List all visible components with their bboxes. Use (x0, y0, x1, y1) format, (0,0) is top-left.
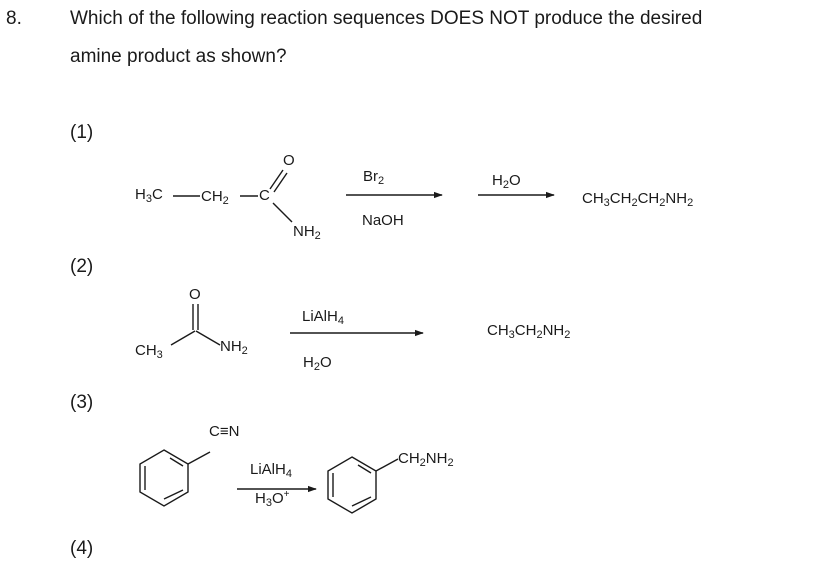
product-ch2nh2: CH2NH2 (398, 450, 454, 469)
reagent-h2o: H2O (492, 172, 521, 191)
reagent-lialh4: LiAlH4 (302, 308, 344, 327)
ring-double-bond-p1 (357, 464, 372, 474)
double-bond-co-a (269, 169, 284, 190)
product-ethylamine: CH3CH2NH2 (487, 322, 571, 341)
group-nitrile: C≡N (209, 423, 240, 440)
ring-double-bond-p2 (351, 496, 372, 507)
bond-c-nh2-2 (195, 330, 221, 346)
atom-c: C (259, 187, 270, 204)
formula-nh2: NH2 (293, 223, 321, 242)
bond-ring-cn (187, 451, 211, 465)
benzene-ring-reactant (139, 449, 189, 507)
question-number: 8. (6, 8, 22, 29)
formula-ch2: CH2 (201, 188, 229, 207)
option-label-1[interactable]: (1) (70, 122, 94, 143)
atom-o: O (283, 152, 295, 169)
reagent-h3o-plus: H3O+ (255, 489, 290, 509)
bond-ring-ch2 (375, 458, 399, 472)
question-text-line1: Which of the following reaction sequence… (70, 8, 703, 29)
ring-double-bond-2 (163, 489, 184, 500)
benzene-ring-product (327, 456, 377, 514)
formula-nh2-2: NH2 (220, 338, 248, 357)
ring-double-bond-1 (169, 457, 184, 467)
reagent-naoh: NaOH (362, 212, 404, 229)
double-bond-co-b (273, 172, 288, 193)
question-text-line2: amine product as shown? (70, 46, 287, 67)
bond-c-nh2 (272, 202, 293, 223)
formula-ch3: CH3 (135, 342, 163, 361)
option-label-4[interactable]: (4) (70, 538, 94, 559)
reagent-br2: Br2 (363, 168, 385, 187)
formula-h3c: H3C (135, 186, 163, 205)
reagent-lialh4-3: LiAlH4 (250, 461, 292, 480)
atom-o-2: O (189, 286, 201, 303)
option-label-3[interactable]: (3) (70, 392, 94, 413)
option-label-2[interactable]: (2) (70, 256, 94, 277)
bond-c-ch3 (170, 330, 196, 346)
product-propylamine: CH3CH2CH2NH2 (582, 190, 694, 209)
reagent-h2o-2: H2O (303, 354, 332, 373)
